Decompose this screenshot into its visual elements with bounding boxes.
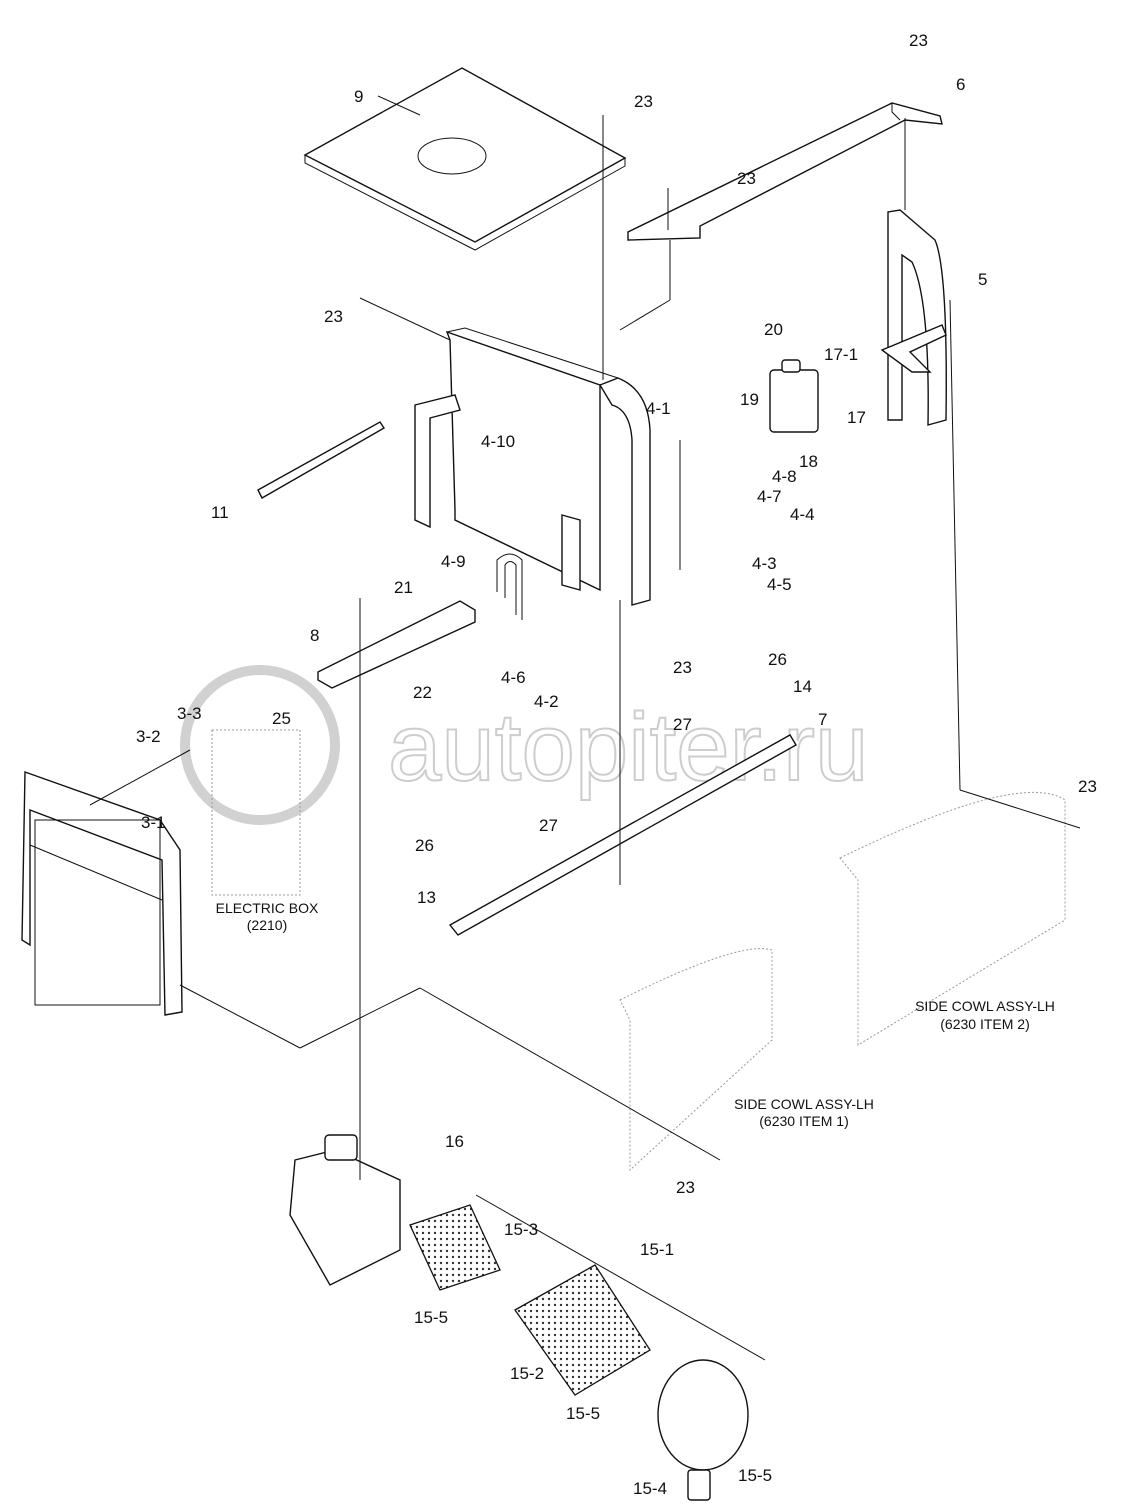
watermark: autopiter.ru <box>180 665 869 825</box>
label-27: 27 <box>673 715 692 734</box>
label-13: 13 <box>417 888 436 907</box>
label-23: 23 <box>634 92 653 111</box>
label-27: 27 <box>539 816 558 835</box>
label-5: 5 <box>978 270 987 289</box>
side-cowl-2-caption: SIDE COWL ASSY-LH <box>915 998 1055 1014</box>
label-25: 25 <box>272 709 291 728</box>
label-4-3: 4-3 <box>752 554 777 573</box>
label-23: 23 <box>673 658 692 677</box>
label-4-1: 4-1 <box>646 399 671 418</box>
label-4-2: 4-2 <box>534 692 559 711</box>
stay-11 <box>257 421 385 499</box>
air-cleaner-15 <box>289 1134 749 1501</box>
label-14: 14 <box>793 677 812 696</box>
label-17: 17 <box>847 408 866 427</box>
label-11: 11 <box>211 503 229 522</box>
label-23: 23 <box>909 31 928 50</box>
floor-plate-9 <box>303 67 627 251</box>
side-cowl-1-ref: (6230 ITEM 1) <box>759 1113 848 1129</box>
label-15-5: 15-5 <box>414 1308 448 1327</box>
label-3-3: 3-3 <box>177 704 202 723</box>
label-4-4: 4-4 <box>790 505 815 524</box>
guard-3-1 <box>21 771 183 1016</box>
electric-box-ref: (2210) <box>247 917 287 933</box>
label-15-2: 15-2 <box>510 1364 544 1383</box>
label-15-3: 15-3 <box>504 1220 538 1239</box>
stay-7 <box>448 734 797 936</box>
label-26: 26 <box>768 650 787 669</box>
electric-box-caption: ELECTRIC BOX <box>216 900 319 916</box>
label-4-6: 4-6 <box>501 668 526 687</box>
label-6: 6 <box>956 75 965 94</box>
assembly-captions: ELECTRIC BOX (2210) SIDE COWL ASSY-LH (6… <box>216 900 1055 1129</box>
label-7: 7 <box>818 710 827 729</box>
label-4-8: 4-8 <box>772 467 797 486</box>
label-3-2: 3-2 <box>136 727 161 746</box>
reserve-tank-17 <box>769 359 819 433</box>
side-cowl-item-1 <box>619 948 773 1172</box>
part-labels: 9 23 6 23 23 5 23 20 17-1 19 17 18 4-1 4… <box>136 31 1097 1498</box>
svg-text:autopiter.ru: autopiter.ru <box>388 694 868 801</box>
label-4-5: 4-5 <box>767 575 792 594</box>
label-22: 22 <box>413 683 432 702</box>
label-16: 16 <box>445 1132 464 1151</box>
label-8: 8 <box>310 626 319 645</box>
frame-4-1 <box>414 327 651 606</box>
label-9: 9 <box>354 87 363 106</box>
label-23: 23 <box>676 1178 695 1197</box>
label-23: 23 <box>737 169 756 188</box>
side-cowl-2-ref: (6230 ITEM 2) <box>940 1016 1029 1032</box>
label-15-4: 15-4 <box>633 1479 667 1498</box>
label-15-1: 15-1 <box>640 1240 674 1259</box>
label-26: 26 <box>415 836 434 855</box>
label-23: 23 <box>1078 777 1097 796</box>
label-4-10: 4-10 <box>481 432 515 451</box>
label-20: 20 <box>764 320 783 339</box>
label-15-5: 15-5 <box>738 1466 772 1485</box>
electric-box <box>211 729 301 896</box>
side-bracket-5 <box>880 209 947 426</box>
label-19: 19 <box>740 390 759 409</box>
label-15-5: 15-5 <box>566 1404 600 1423</box>
u-bolt-4-9 <box>496 553 523 620</box>
label-4-9: 4-9 <box>441 552 466 571</box>
label-3-1: 3-1 <box>141 813 166 832</box>
bracket-8 <box>317 600 476 689</box>
label-23: 23 <box>324 307 343 326</box>
side-cowl-item-2 <box>839 791 1066 1046</box>
side-cowl-1-caption: SIDE COWL ASSY-LH <box>734 1096 874 1112</box>
label-18: 18 <box>799 452 818 471</box>
leader-lines <box>89 95 1081 1361</box>
label-21: 21 <box>394 578 413 597</box>
label-17-1: 17-1 <box>824 345 858 364</box>
label-4-7: 4-7 <box>757 487 782 506</box>
